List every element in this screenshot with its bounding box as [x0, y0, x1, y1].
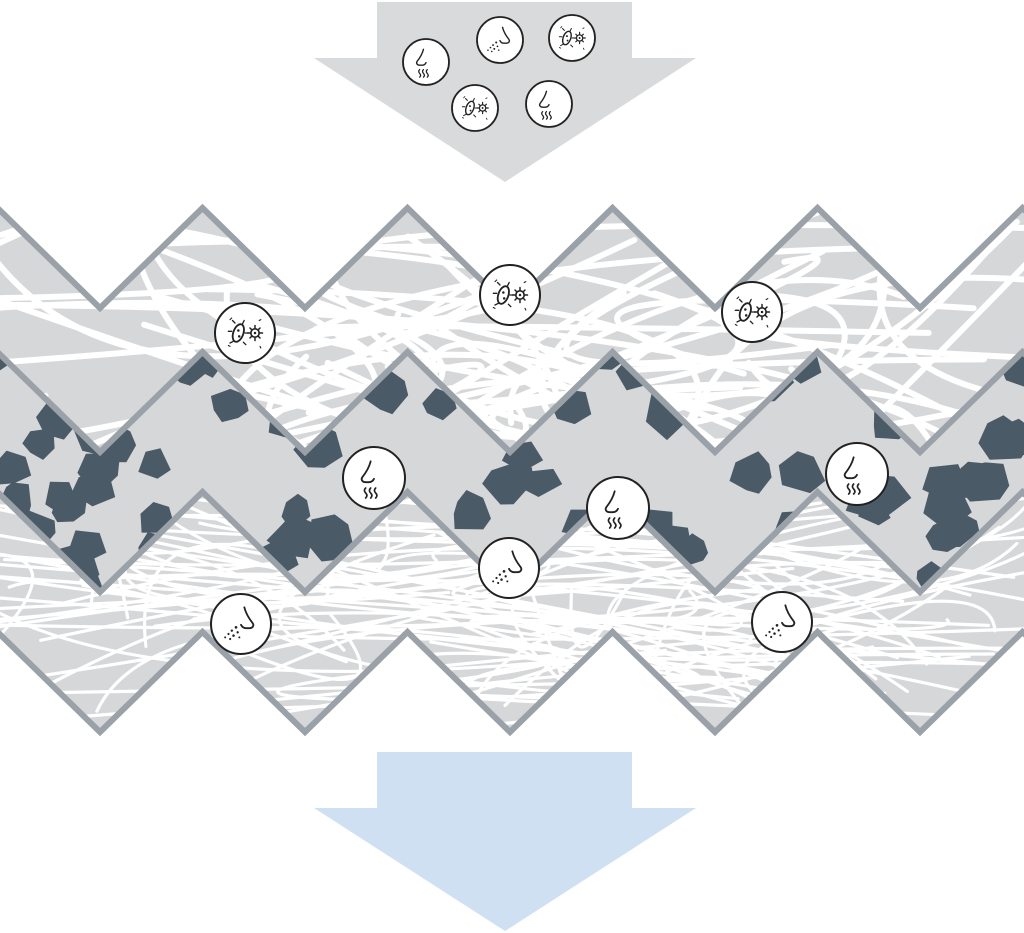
nose-dust-icon — [210, 593, 272, 655]
carbon-granule — [422, 388, 457, 421]
carbon-granule — [453, 490, 491, 530]
bacteria-virus-icon — [479, 264, 541, 326]
nose-odor-icon — [586, 476, 650, 540]
carbon-granule — [925, 521, 962, 552]
bacteria-virus-icon — [548, 14, 596, 62]
carbon-granule — [520, 468, 563, 497]
carbon-granule — [22, 429, 55, 460]
nose-odor-icon — [402, 38, 450, 86]
fiber — [480, 613, 586, 636]
fiber — [0, 535, 667, 674]
outflow-arrow — [314, 752, 696, 931]
nose-dust-icon — [478, 537, 540, 599]
carbon-granule — [266, 513, 312, 559]
bacteria-virus-icon — [214, 302, 276, 364]
fiber — [211, 612, 363, 682]
nose-dust-icon — [751, 591, 813, 653]
nose-odor-icon — [342, 446, 406, 510]
fiber — [276, 638, 730, 703]
fiber — [205, 286, 702, 455]
nose-dust-icon — [476, 16, 524, 64]
bacteria-virus-icon — [721, 281, 783, 343]
carbon-granule — [138, 448, 171, 479]
carbon-granule — [210, 388, 249, 423]
fiber — [0, 552, 35, 701]
carbon-granule — [922, 464, 973, 503]
fiber — [106, 228, 379, 462]
carbon-granule — [51, 490, 88, 523]
carbon-granule — [281, 493, 311, 525]
fiber — [4, 506, 792, 660]
nose-odor-icon — [525, 80, 573, 128]
carbon-granule — [978, 415, 1024, 460]
fiber — [0, 214, 494, 360]
carbon-granule — [310, 514, 355, 562]
carbon-granule — [729, 451, 772, 494]
carbon-granule — [0, 450, 32, 485]
carbon-granule — [0, 352, 11, 374]
nose-odor-icon — [825, 442, 889, 506]
fiber — [287, 626, 1024, 641]
carbon-granule — [778, 451, 826, 494]
fiber — [665, 599, 997, 674]
bacteria-virus-icon — [451, 84, 499, 132]
carbon-granule — [482, 462, 534, 505]
fiber — [317, 524, 972, 597]
pollutant-icons — [210, 14, 889, 655]
